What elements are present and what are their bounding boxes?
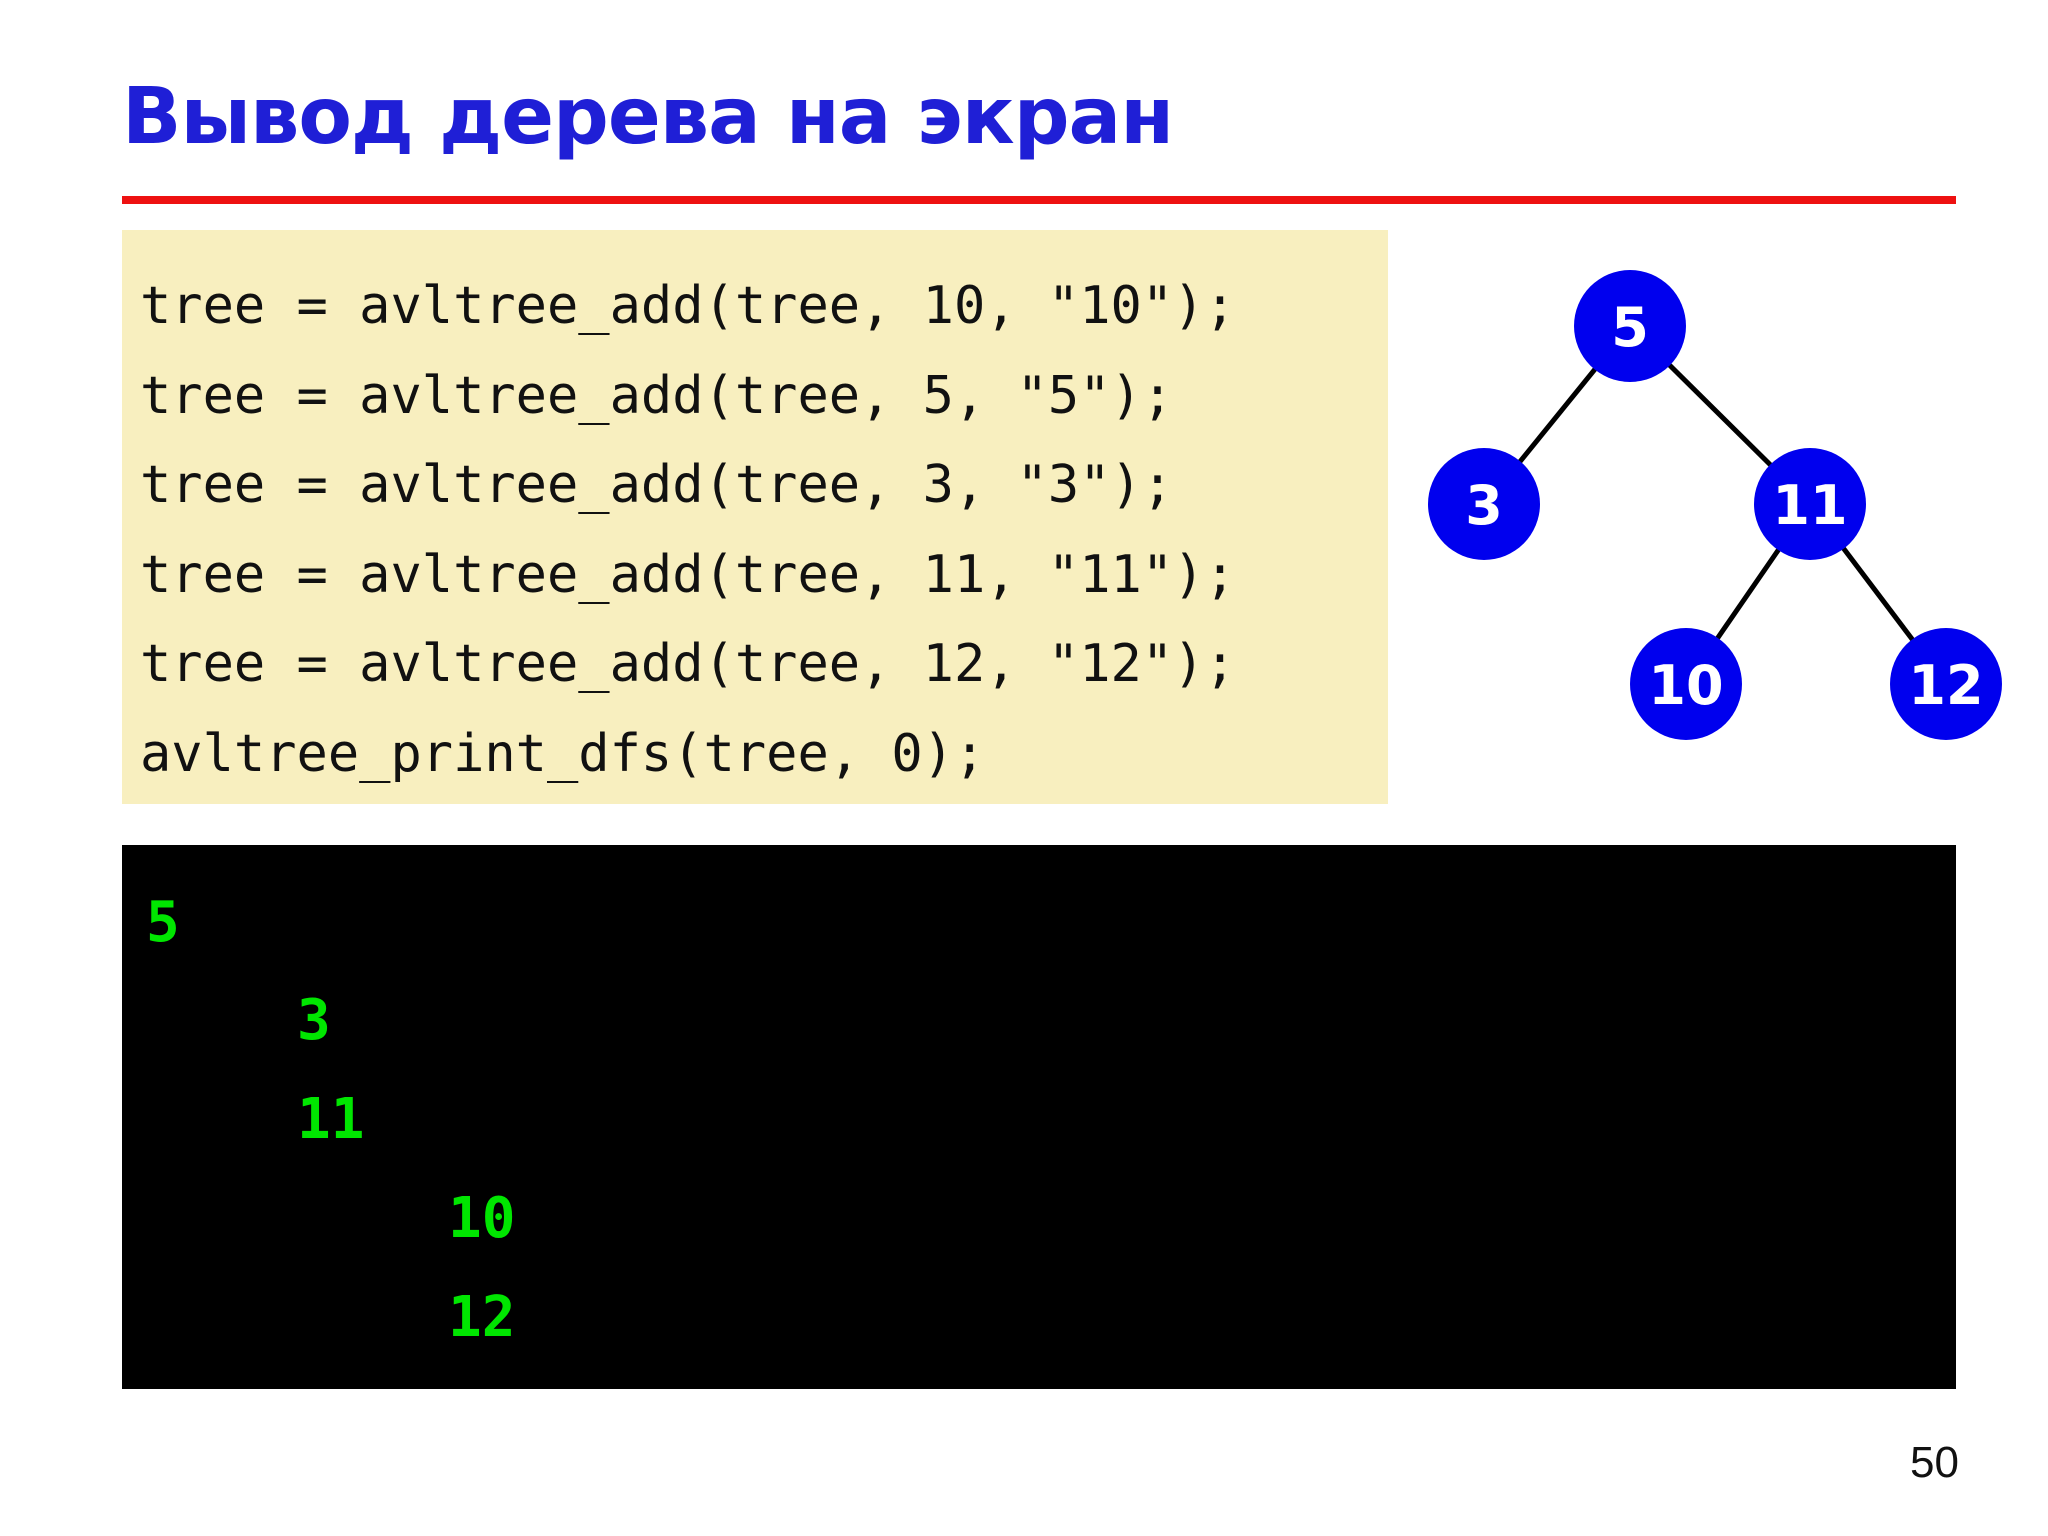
tree-node-label: 11: [1772, 474, 1847, 537]
tree-node-label: 3: [1465, 474, 1503, 537]
console-line: 5: [146, 890, 180, 955]
tree-node: 5: [1574, 270, 1686, 382]
tree-node: 11: [1754, 448, 1866, 560]
code-line: tree = avltree_add(tree, 11, "11");: [140, 544, 1236, 605]
console-output: 5 3 11 10 12: [122, 845, 1956, 1389]
code-line: tree = avltree_add(tree, 5, "5");: [140, 365, 1174, 426]
console-line: 10: [448, 1186, 516, 1251]
tree-node-label: 12: [1908, 654, 1983, 717]
console-line: 11: [297, 1087, 365, 1152]
tree-node-label: 5: [1611, 296, 1649, 359]
code-line: tree = avltree_add(tree, 3, "3");: [140, 455, 1174, 515]
console-line: 3: [297, 988, 331, 1053]
console-line: 12: [448, 1285, 516, 1350]
title-underline: [122, 196, 1956, 204]
code-line: avltree_print_dfs(tree, 0);: [140, 723, 986, 784]
code-block: tree = avltree_add(tree, 10, "10"); tree…: [122, 230, 1388, 804]
tree-node: 10: [1630, 628, 1742, 740]
tree-node-label: 10: [1648, 654, 1723, 717]
code-line: tree = avltree_add(tree, 10, "10");: [140, 276, 1236, 336]
tree-node: 12: [1890, 628, 2002, 740]
tree-diagram: 5 3 11 10 12: [1428, 270, 2002, 740]
code-line: tree = avltree_add(tree, 12, "12");: [140, 634, 1236, 694]
tree-node: 3: [1428, 448, 1540, 560]
slide-title: Вывод дерева на экран: [122, 72, 1174, 162]
page-number: 50: [1910, 1438, 1959, 1487]
